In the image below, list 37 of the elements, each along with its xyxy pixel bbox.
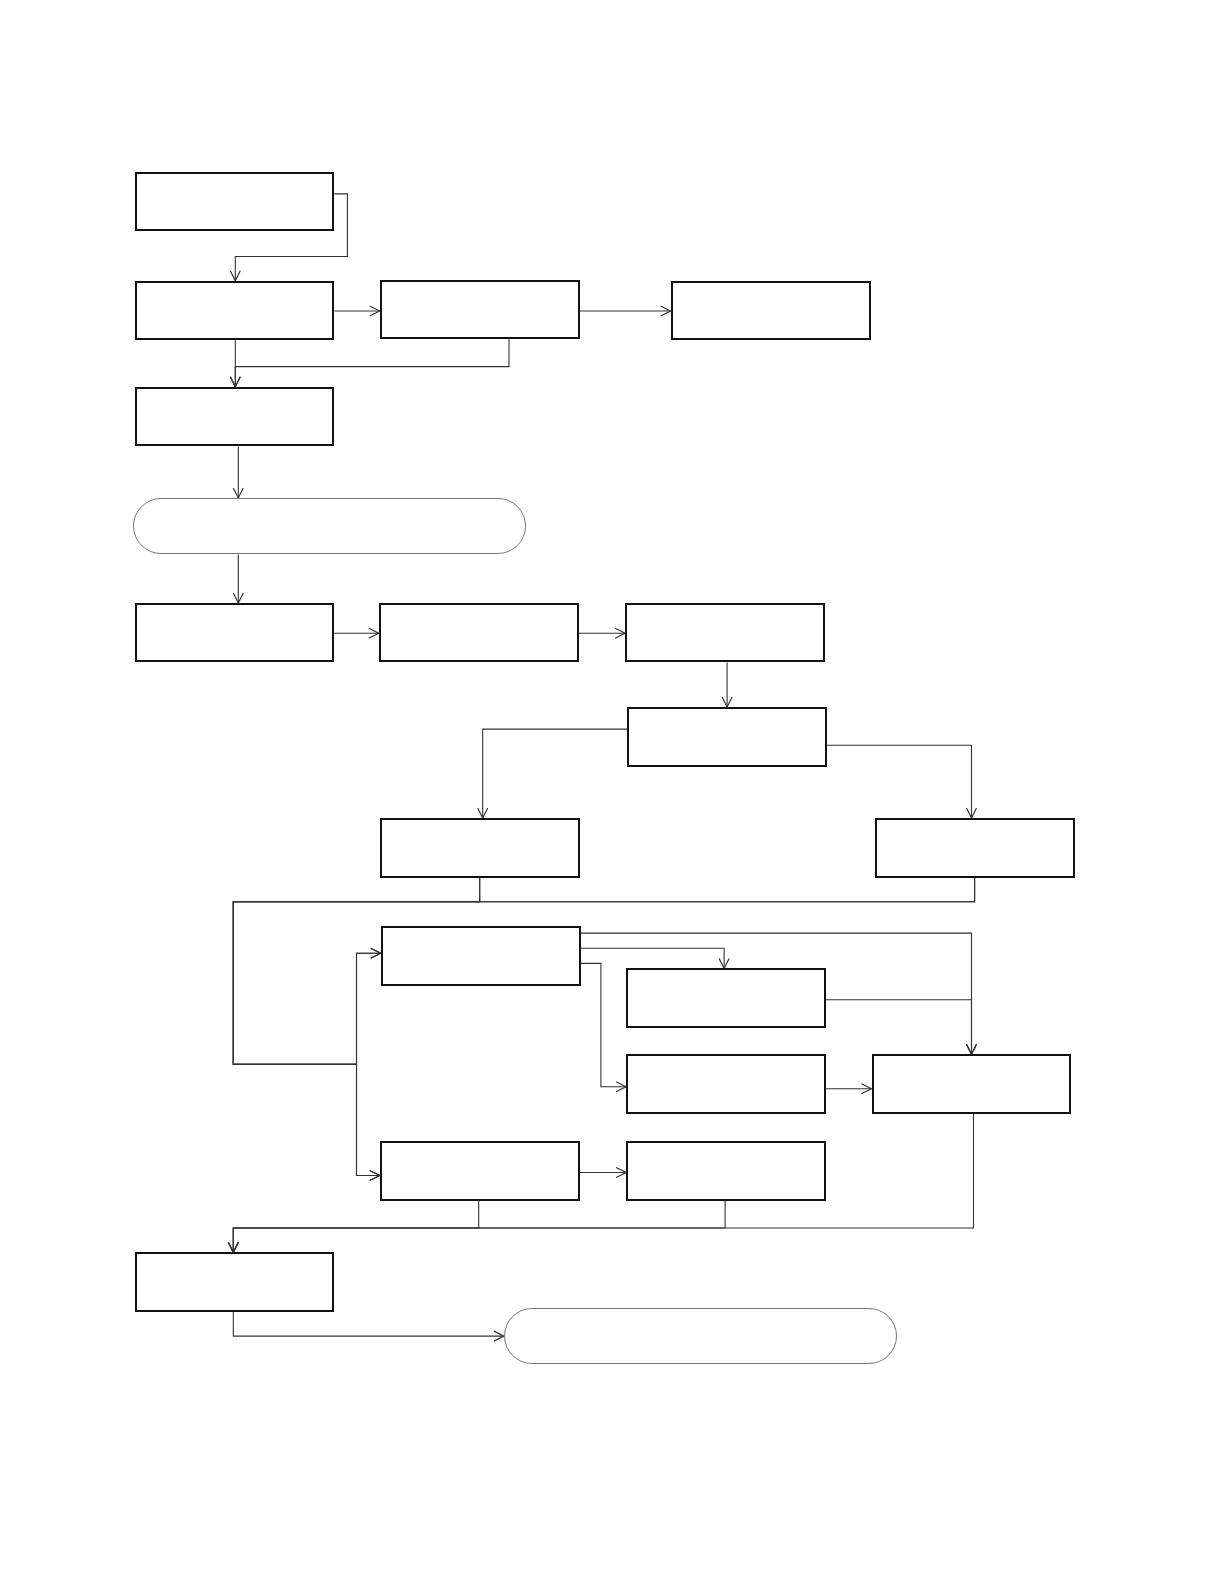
arrow xyxy=(232,877,976,1182)
arrow xyxy=(721,661,733,708)
arrow xyxy=(580,962,627,1093)
process-box xyxy=(135,171,335,232)
process-box xyxy=(380,926,581,986)
process-box xyxy=(626,1054,827,1114)
arrow xyxy=(232,445,244,499)
arrow xyxy=(580,947,730,970)
arrow xyxy=(227,1113,975,1253)
process-box xyxy=(135,602,335,663)
arrow xyxy=(825,1083,873,1095)
process-box xyxy=(670,280,871,341)
arrow xyxy=(825,999,978,1055)
arrow xyxy=(232,1311,505,1342)
process-box xyxy=(874,818,1075,878)
arrow xyxy=(229,338,510,388)
arrow xyxy=(578,627,626,639)
arrow xyxy=(579,305,672,317)
process-box xyxy=(379,279,580,340)
process-box xyxy=(378,602,579,663)
process-box xyxy=(626,968,827,1029)
process-box xyxy=(135,1252,335,1312)
arrow xyxy=(826,744,978,819)
process-box xyxy=(135,386,335,447)
process-box xyxy=(871,1054,1072,1114)
process-box xyxy=(135,280,335,341)
process-box xyxy=(379,818,580,878)
arrow xyxy=(579,1166,627,1179)
arrow xyxy=(229,193,348,282)
arrow xyxy=(333,627,380,639)
process-box xyxy=(627,706,828,767)
arrow xyxy=(232,553,244,604)
arrow xyxy=(477,728,628,819)
process-box xyxy=(625,602,826,663)
process-box xyxy=(379,1141,580,1201)
process-box xyxy=(626,1141,827,1201)
arrow xyxy=(333,305,381,317)
